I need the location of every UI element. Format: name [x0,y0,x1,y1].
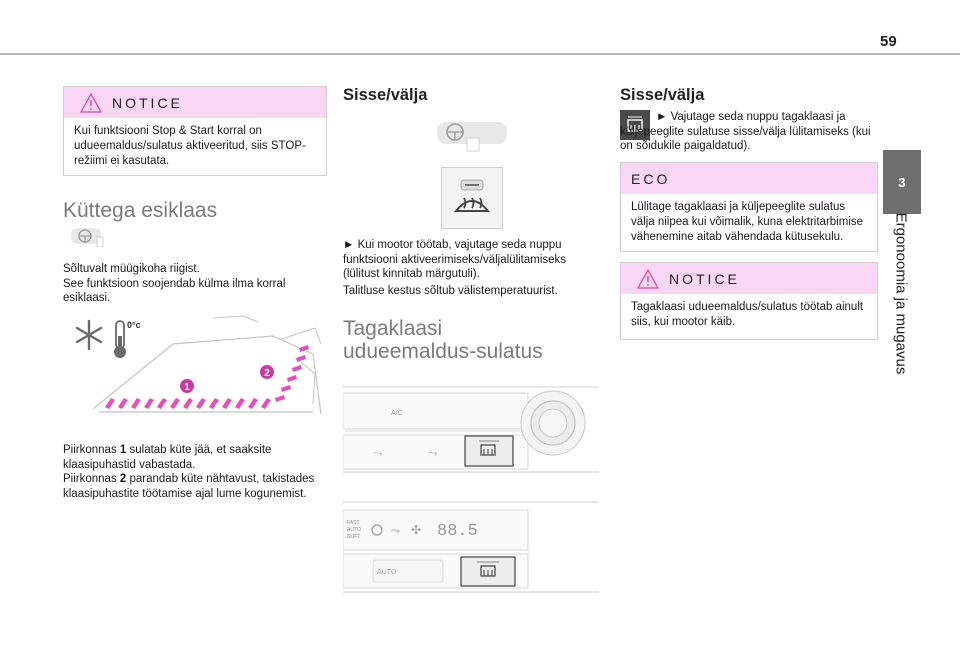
header-rule [0,53,960,55]
zone-1-description: Piirkonnas 1 sulatab küte jää, et saaksi… [63,444,272,471]
rear-demist-heading: Tagaklaasi udueemaldus-sulatus [343,317,605,363]
windscreen-heating-figure: 0°c 1 2 [75,315,322,415]
page-number: 59 [880,33,897,50]
snowflake-icon [75,319,103,351]
col2-duration-note: Talitluse kestus sõltub välistemperatuur… [343,285,558,297]
chapter-number: 3 [898,174,906,190]
zone-2-label: 2 [264,368,270,379]
zone-2-marker [260,365,274,379]
climate-panel-1: A/C ⤳ ⤳ [343,386,599,473]
fast-label: FAST [347,520,360,526]
warning-icon [637,268,659,289]
eco-box: ECO Lülitage tagaklaasi ja küljepeeglite… [620,162,878,252]
heated-windscreen-heading: Küttega esiklaas [63,199,218,222]
rear-demist-heading-line2: udueemaldus-sulatus [343,340,543,363]
temperature-label: 0°c [127,320,141,330]
notice-box-2: NOTICE Tagaklaasi udueemaldus/sulatus tö… [620,262,878,340]
recirculation-icon [371,524,383,536]
notice-text: Kui funktsiooni Stop & Start korral on u… [74,125,306,167]
soft-label: SOFT [347,534,360,540]
chapter-tab-strip [883,214,921,386]
col3-on-off-heading: Sisse/välja [620,86,705,104]
auto-mode-label: AUTO [347,527,361,533]
eco-text: Lülitage tagaklaasi ja küljepeeglite sul… [631,201,864,243]
heat-arrows-side [275,345,309,402]
zone-1-marker [180,379,194,393]
col2-instruction: ► Kui mootor töötab, vajutage seda nuppu… [343,239,567,281]
svg-text:⤳: ⤳ [428,446,438,460]
intro-line2: See funktsioon soojendab külma ilma korr… [63,277,286,305]
auto-button-label: AUTO [377,569,397,576]
notice-header: NOTICE [64,87,326,118]
notice-title-2: NOTICE [669,270,740,287]
rear-demist-icon [627,116,643,132]
zone-1-label: 1 [184,382,190,393]
windscreen-heating-button[interactable] [441,167,503,229]
temperature-display: 88.5 [437,522,478,541]
heat-arrows-bottom [105,398,271,409]
heated-windscreen-intro: Sõltuvalt müügikoha riigist. See funktsi… [63,262,325,306]
col3-instruction: ► Vajutage seda nuppu tagaklaasi ja külj… [620,111,871,153]
intro-line1: Sõltuvalt müügikoha riigist. [63,263,200,275]
svg-text:⤳: ⤳ [391,525,400,537]
col2-on-off-heading: Sisse/välja [343,86,428,104]
rear-demist-button-icon[interactable] [620,110,650,140]
thermometer-icon [114,320,126,358]
chapter-tab[interactable]: 3 [883,150,921,214]
notice-title: NOTICE [112,94,183,111]
svg-text:✣: ✣ [411,523,421,537]
chapter-title: Ergonoomia ja mugavus [892,212,910,375]
svg-text:⤳: ⤳ [373,446,383,460]
eco-title: ECO [631,170,671,187]
zone-descriptions: Piirkonnas 1 sulatab küte jää, et saaksi… [63,443,325,501]
zone-2-description: Piirkonnas 2 parandab küte nähtavust, ta… [63,473,315,500]
notice-box: NOTICE Kui funktsiooni Stop & Start korr… [63,86,327,176]
front-windscreen-heat-icon [453,179,491,212]
rear-demist-heading-line1: Tagaklaasi [343,317,443,340]
ac-label: A/C [391,410,403,417]
climate-panel-2: FAST AUTO SOFT ⤳ ✣ 88.5 AUTO [343,501,599,593]
steering-wheel-icon [437,122,507,152]
warning-icon [80,92,102,113]
steering-wheel-icon [71,228,104,247]
eco-header: ECO [621,163,877,194]
notice-header-2: NOTICE [621,263,877,294]
notice-text-2: Tagaklaasi udueemaldus/sulatus töötab ai… [631,301,864,328]
